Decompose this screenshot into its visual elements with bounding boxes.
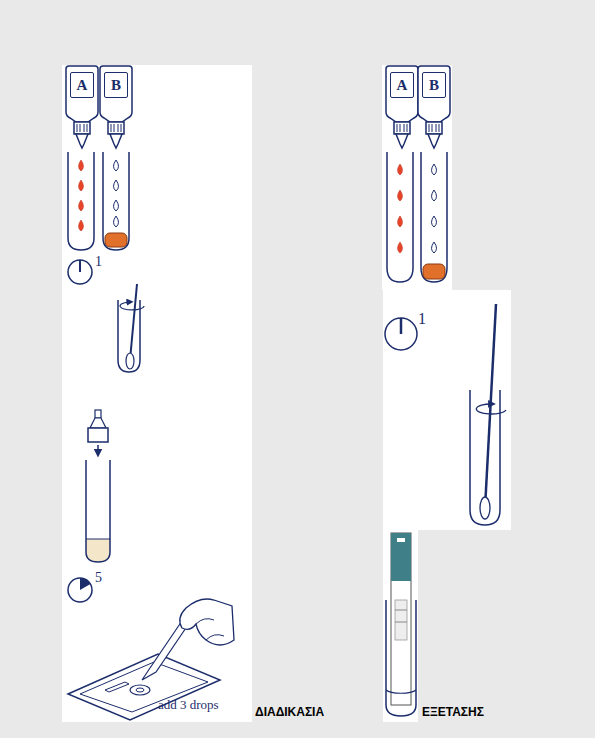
timer-minutes: 1 [418, 310, 426, 328]
bottle-letter: B [429, 78, 439, 93]
timer-minutes: 5 [95, 570, 102, 585]
bottle-label: B [104, 72, 128, 98]
heading-word: ΔΙΑΔΙΚΑΣΙΑ [255, 706, 324, 719]
timer-minutes: 1 [95, 254, 102, 269]
instruction-note: add 3 drops [158, 698, 219, 712]
bottle-label: A [70, 72, 94, 98]
bottle-letter: A [77, 78, 88, 93]
bottle-letter: B [111, 78, 121, 93]
bottle-label: B [422, 72, 446, 98]
bottle-label: A [390, 72, 414, 98]
heading-word: ΕΞΕΤΑΣΗΣ [422, 706, 484, 719]
bottle-letter: A [397, 78, 408, 93]
